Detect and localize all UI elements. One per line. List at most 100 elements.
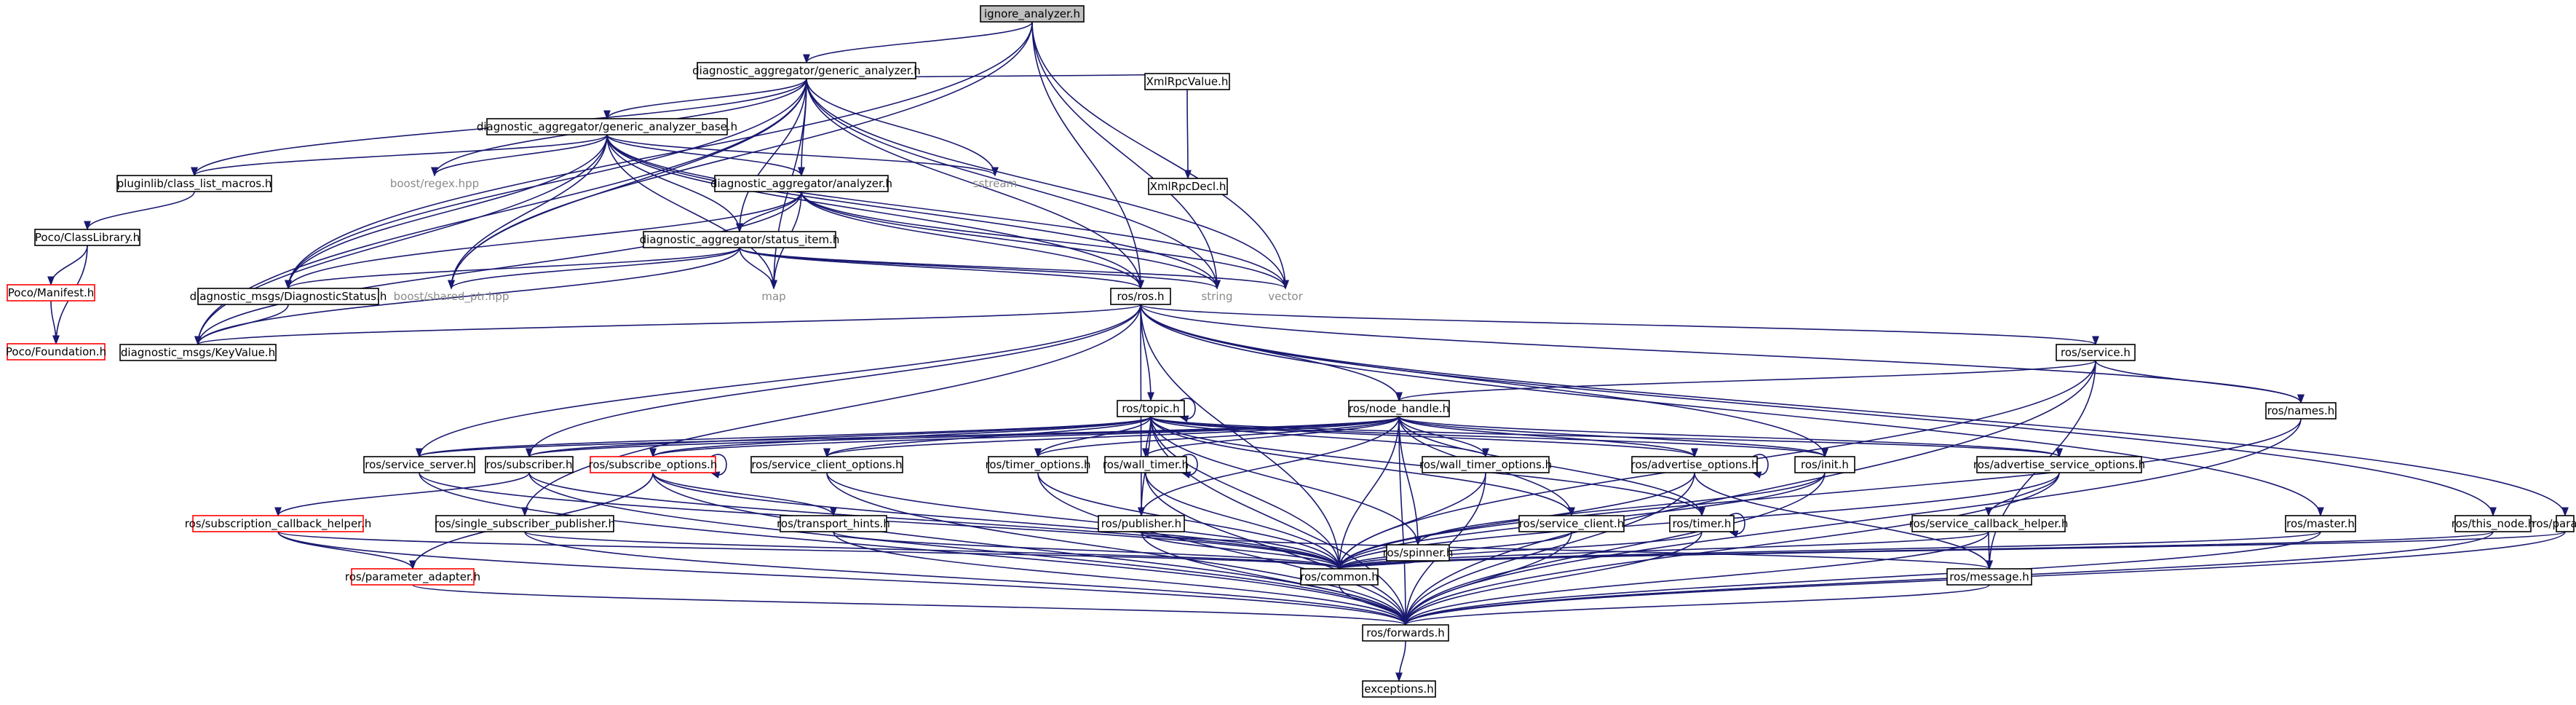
node-publisher[interactable]: ros/publisher.h <box>1098 515 1185 532</box>
edge-topic-to-service_server <box>419 416 1152 457</box>
node-sstream[interactable]: sstream <box>970 176 1020 192</box>
node-xmlrpcvalue[interactable]: XmlRpcValue.h <box>1144 73 1230 90</box>
node-generic_analyzer_base[interactable]: diagnostic_aggregator/generic_analyzer_b… <box>477 118 737 135</box>
edge-generic_analyzer-to-status_item <box>739 78 807 232</box>
node-diag_status[interactable]: diagnostic_msgs/DiagnosticStatus.h <box>190 288 387 305</box>
node-wall_timer[interactable]: ros/wall_timer.h <box>1103 456 1189 473</box>
node-vector[interactable]: vector <box>1262 288 1309 304</box>
node-xmlrpcdecl[interactable]: XmlRpcDecl.h <box>1148 178 1228 195</box>
edge-generic_analyzer_base-to-analyzer <box>606 134 802 176</box>
node-parameter_adapter[interactable]: ros/parameter_adapter.h <box>345 568 480 586</box>
node-wall_timer_options[interactable]: ros/wall_timer_options.h <box>1419 456 1552 473</box>
edge-ros-to-service <box>1140 304 2096 345</box>
node-message[interactable]: ros/message.h <box>1946 568 2032 586</box>
edge-advertise_options-to-message <box>1694 472 1990 570</box>
node-advertise_options[interactable]: ros/advertise_options.h <box>1631 456 1759 473</box>
node-service_client_options[interactable]: ros/service_client_options.h <box>750 456 903 473</box>
node-label-ros: ros/ros.h <box>1117 290 1165 303</box>
node-map[interactable]: map <box>758 288 790 304</box>
edge-topic-to-timer_options <box>1037 416 1152 457</box>
node-advertise_service_options[interactable]: ros/advertise_service_options.h <box>1973 456 2145 473</box>
node-manifest[interactable]: Poco/Manifest.h <box>7 284 95 302</box>
node-transport_hints[interactable]: ros/transport_hints.h <box>777 515 890 532</box>
node-label-wall_timer: ros/wall_timer.h <box>1103 458 1189 472</box>
node-label-service_client: ros/service_client.h <box>1519 517 1625 531</box>
edge-single_subscriber_publisher-to-common <box>524 531 1340 570</box>
edge-xmlrpcvalue-to-xmlrpcdecl <box>1186 89 1189 179</box>
edge-node_handle-to-timer_options <box>1037 416 1400 457</box>
edge-service-to-node_handle <box>1398 360 2096 401</box>
edge-publisher-to-message <box>1141 531 1990 570</box>
edge-generic_analyzer-to-ros <box>806 78 1141 289</box>
edge-subscription_callback_helper-to-common <box>277 531 1340 570</box>
node-class_list_macros[interactable]: pluginlib/class_list_macros.h <box>116 175 272 192</box>
node-subscriber[interactable]: ros/subscriber.h <box>485 456 574 473</box>
arrowhead-generic_analyzer_base-to-class_list_macros <box>191 167 198 177</box>
edge-ros-to-single_subscriber_publisher <box>524 304 1141 516</box>
node-exceptions[interactable]: exceptions.h <box>1362 680 1436 698</box>
node-ros[interactable]: ros/ros.h <box>1110 288 1171 305</box>
arrowhead-node_handle-to-subscribe_options <box>649 448 657 458</box>
node-spinner[interactable]: ros/spinner.h <box>1383 544 1454 562</box>
node-this_node[interactable]: ros/this_node.h <box>2452 515 2535 532</box>
node-service[interactable]: ros/service.h <box>2056 344 2136 361</box>
edge-publisher-to-common <box>1141 531 1340 570</box>
node-subscribe_options[interactable]: ros/subscribe_options.h <box>589 456 718 473</box>
node-init[interactable]: ros/init.h <box>1794 456 1855 473</box>
node-status_item[interactable]: diagnostic_aggregator/status_item.h <box>640 231 840 248</box>
node-node_handle[interactable]: ros/node_handle.h <box>1348 400 1450 417</box>
edge-timer-to-common <box>1339 531 1703 570</box>
node-service_server[interactable]: ros/service_server.h <box>363 456 475 473</box>
node-master[interactable]: ros/master.h <box>2285 515 2356 532</box>
node-service_callback_helper[interactable]: ros/service_callback_helper.h <box>1909 515 2069 532</box>
arrowhead-service_callback_helper-to-message <box>1986 560 1993 570</box>
arrowhead-ros-to-master <box>2317 507 2324 517</box>
node-label-wall_timer_options: ros/wall_timer_options.h <box>1419 458 1552 472</box>
node-param[interactable]: ros/param.h <box>2532 515 2576 532</box>
node-subscription_callback_helper[interactable]: ros/subscription_callback_helper.h <box>185 515 372 532</box>
node-regex[interactable]: boost/regex.hpp <box>389 176 480 192</box>
node-forwards[interactable]: ros/forwards.h <box>1362 624 1449 642</box>
node-single_subscriber_publisher[interactable]: ros/single_subscriber_publisher.h <box>435 515 615 532</box>
node-box-wall_timer_options <box>1422 456 1550 473</box>
edge-topic-to-subscriber <box>528 416 1152 457</box>
edge-ignore_analyzer-to-vector <box>1031 21 1286 289</box>
edge-timer_options-to-common <box>1037 472 1340 570</box>
node-classlibrary[interactable]: Poco/ClassLibrary.h <box>34 229 140 246</box>
node-label-names: ros/names.h <box>2267 404 2335 417</box>
edge-service-to-names <box>2095 360 2302 403</box>
arrowhead-ros-to-this_node <box>2489 507 2497 517</box>
node-label-master: ros/master.h <box>2286 517 2355 530</box>
node-generic_analyzer[interactable]: diagnostic_aggregator/generic_analyzer.h <box>692 62 921 79</box>
edge-advertise_service_options-to-service_callback_helper <box>1988 472 2060 516</box>
node-string[interactable]: string <box>1194 288 1240 304</box>
node-ignore_analyzer[interactable]: ignore_analyzer.h <box>980 5 1085 23</box>
edge-ros-to-service_server <box>419 304 1141 457</box>
node-foundation[interactable]: Poco/Foundation.h <box>6 343 106 361</box>
node-shared_ptr[interactable]: boost/shared_ptr.hpp <box>389 288 513 304</box>
arrowhead-node_handle-to-timer <box>1698 507 1705 517</box>
edge-analyzer-to-string <box>801 191 1218 289</box>
edge-layer <box>47 21 2569 682</box>
node-timer[interactable]: ros/timer.h <box>1669 515 1735 532</box>
arrowhead-generic_analyzer_base-to-sstream <box>991 167 999 177</box>
node-label-timer: ros/timer.h <box>1673 517 1732 530</box>
node-keyvalue[interactable]: diagnostic_msgs/KeyValue.h <box>119 344 277 361</box>
edge-ignore_analyzer-to-diag_status <box>288 21 1033 289</box>
node-box-advertise_options <box>1631 456 1758 473</box>
edge-generic_analyzer_base-to-map <box>606 134 774 289</box>
node-label-vector: vector <box>1268 290 1303 303</box>
node-service_client[interactable]: ros/service_client.h <box>1518 515 1625 532</box>
node-analyzer[interactable]: diagnostic_aggregator/analyzer.h <box>710 175 892 192</box>
edge-node_handle-to-advertise_options <box>1398 416 1695 457</box>
node-label-subscribe_options: ros/subscribe_options.h <box>589 458 718 472</box>
node-names[interactable]: ros/names.h <box>2265 402 2337 420</box>
arrowhead-node_handle-to-advertise_options <box>1691 448 1698 458</box>
node-label-advertise_options: ros/advertise_options.h <box>1631 458 1759 472</box>
edge-topic-to-init <box>1150 416 1826 457</box>
node-timer_options[interactable]: ros/timer_options.h <box>986 456 1091 473</box>
node-common[interactable]: ros/common.h <box>1300 568 1379 586</box>
node-box-this_node <box>2454 515 2532 532</box>
edge-advertise_service_options-to-forwards <box>1405 472 2060 626</box>
node-topic[interactable]: ros/topic.h <box>1117 400 1185 417</box>
